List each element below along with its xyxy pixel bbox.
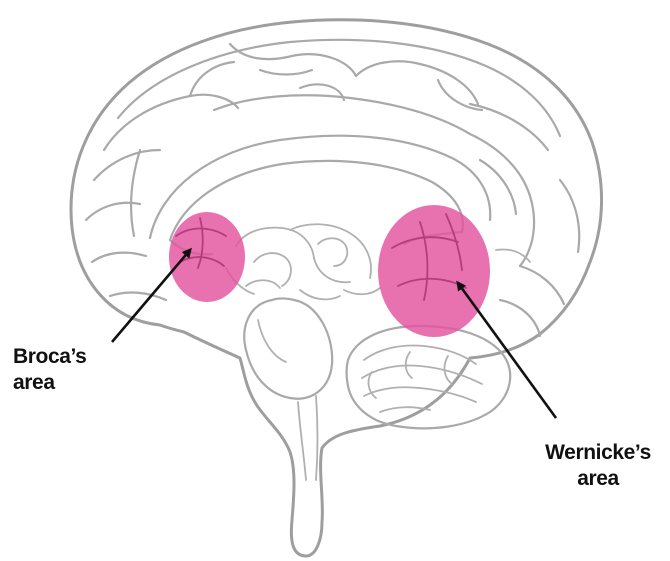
wernicke-arrow [458, 283, 556, 418]
wernicke-label-line2: area [536, 466, 660, 492]
cerebellum [347, 326, 511, 428]
thalamus-region [226, 224, 380, 299]
brainstem [244, 299, 332, 481]
broca-label-line2: area [13, 370, 86, 396]
broca-arrow [112, 250, 190, 342]
brain-outline [71, 20, 602, 556]
broca-label-line1: Broca’s [13, 344, 86, 370]
wernicke-area-highlight [378, 205, 490, 337]
posterior-folds [496, 180, 579, 336]
wernicke-area-label: Wernicke’s area [536, 440, 660, 492]
wernicke-label-line1: Wernicke’s [536, 440, 660, 466]
broca-area-label: Broca’s area [13, 344, 86, 396]
